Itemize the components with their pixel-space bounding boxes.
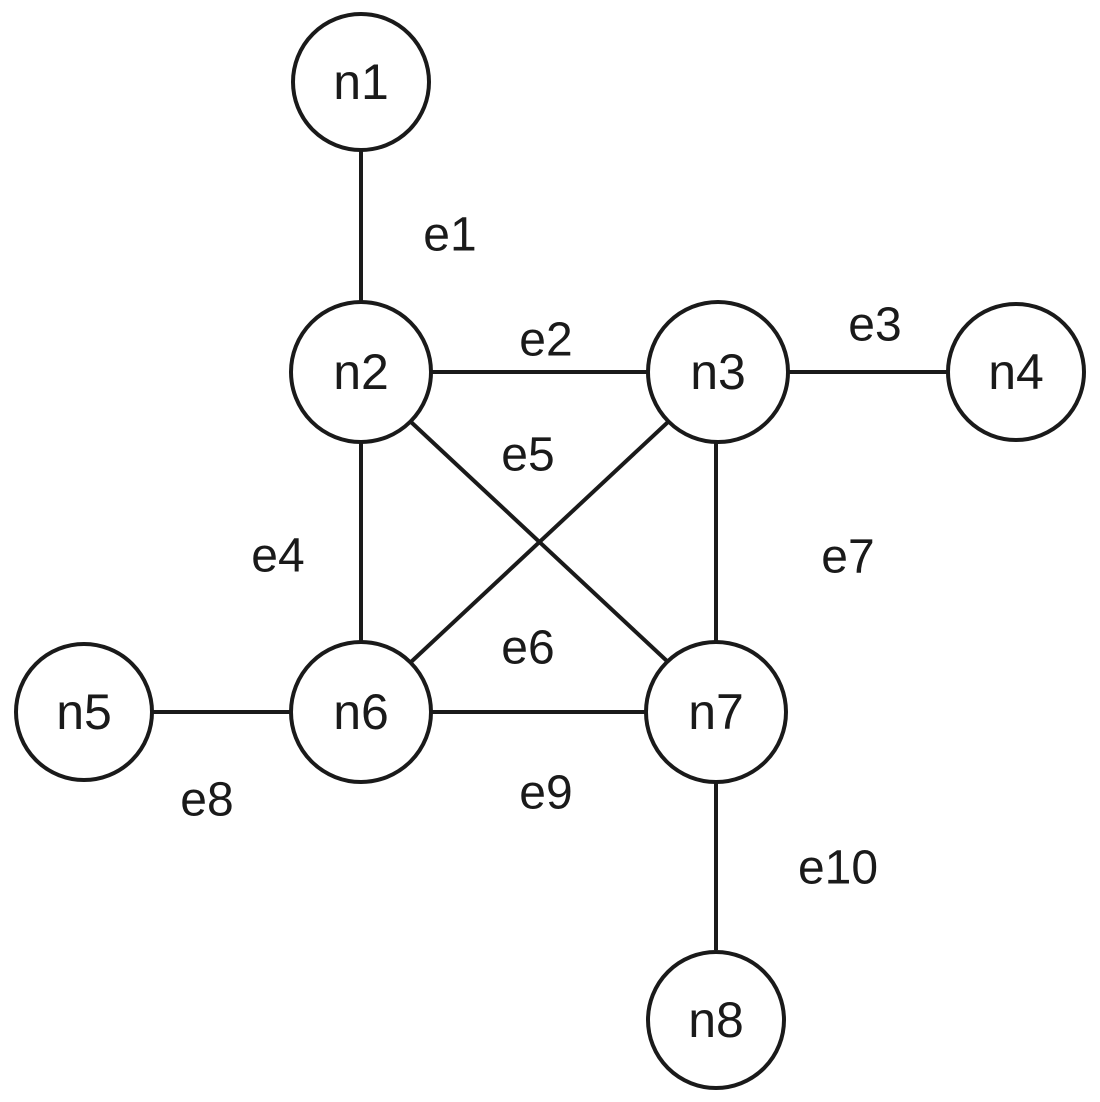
edge-e2-label: e2 [519,314,572,367]
edge-e1-label: e1 [423,209,476,262]
node-n5-label: n5 [56,684,112,740]
node-n6-label: n6 [333,684,389,740]
node-n3-label: n3 [690,344,746,400]
node-n6: n6 [289,640,433,784]
nodes-layer: n1 n2 n3 n4 n5 n6 n7 n8 [14,12,1086,1090]
edge-e6-label: e6 [501,622,554,675]
node-n8: n8 [646,950,786,1090]
edge-e3-label: e3 [848,299,901,352]
node-n2: n2 [289,300,433,444]
edge-e9-label: e9 [519,767,572,820]
edge-e6-line [409,420,670,664]
node-n2-label: n2 [333,344,389,400]
node-n8-label: n8 [688,992,744,1048]
edge-e7-label: e7 [821,531,874,584]
node-n5: n5 [14,642,154,782]
edges-layer [152,150,948,950]
edge-labels-layer: e1 e2 e3 e4 e5 e6 e7 e8 e9 e10 [180,209,901,895]
edge-e10-label: e10 [798,842,878,895]
edge-e5-label: e5 [501,429,554,482]
node-n7-label: n7 [688,684,744,740]
node-n7: n7 [644,640,788,784]
node-n3: n3 [646,300,790,444]
edge-e4-label: e4 [251,530,304,583]
node-n1-label: n1 [333,54,389,110]
node-n4-label: n4 [988,344,1044,400]
node-n1: n1 [291,12,431,152]
edge-e8-label: e8 [180,774,233,827]
node-n4: n4 [946,302,1086,442]
